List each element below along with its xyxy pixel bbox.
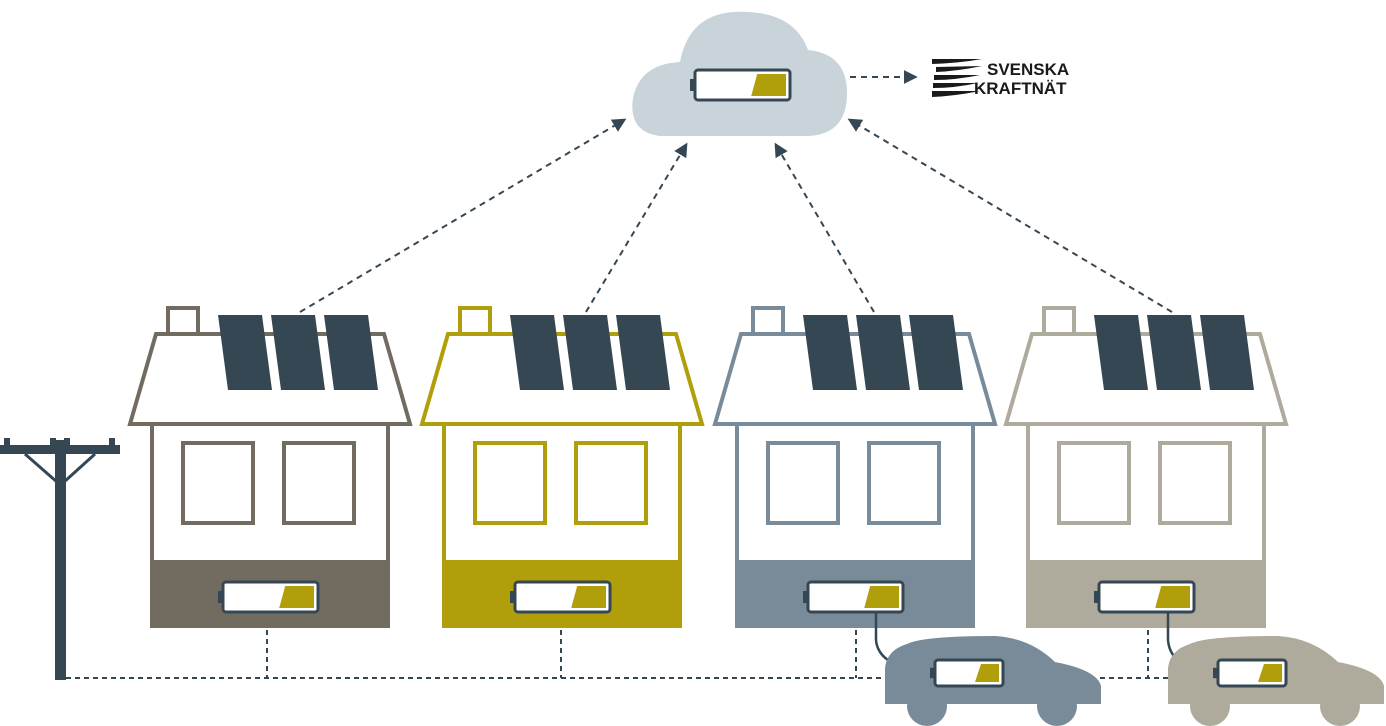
window: [282, 441, 356, 525]
solar-panel-icon: [218, 315, 378, 390]
house-1-battery-icon: [218, 580, 320, 614]
logo-line-1: SVENSKA: [987, 60, 1069, 79]
window: [1057, 441, 1131, 525]
cloud-battery-gauge: [690, 68, 792, 102]
car-2-battery-icon: [1213, 658, 1288, 688]
cloud-battery-gauge-charge: [751, 74, 786, 96]
svenska-kraftnat-logo: SVENSKA KRAFTNÄT: [932, 59, 1069, 98]
house-1-battery-icon-charge: [279, 586, 314, 608]
houses: [127, 306, 1289, 628]
house-2: [419, 306, 705, 628]
car-1-battery-icon: [930, 658, 1005, 688]
car-2-battery-icon-charge: [1258, 664, 1282, 682]
house-2-battery-icon: [510, 580, 612, 614]
solar-panel-icon: [510, 315, 670, 390]
arrow-house-2-to-cloud: [585, 142, 688, 313]
car-1-battery-icon-charge: [975, 664, 999, 682]
house-3: [712, 306, 998, 628]
car-icon: [874, 612, 1101, 726]
house-4-battery-icon: [1094, 580, 1196, 614]
window: [574, 441, 648, 525]
house-1: [127, 306, 413, 628]
window: [867, 441, 941, 525]
window: [473, 441, 547, 525]
house-4: [1003, 306, 1289, 628]
window: [1158, 441, 1232, 525]
house-3-battery-icon: [803, 580, 905, 614]
cloud-battery-icon: [690, 68, 792, 102]
cars: [874, 612, 1384, 726]
house-2-battery-icon-charge: [571, 586, 606, 608]
arrow-house-1-to-cloud: [299, 118, 627, 313]
utility-pole-icon: [0, 438, 120, 680]
window: [766, 441, 840, 525]
svenska-kraftnat-logo-mark: [932, 59, 982, 97]
house-4-battery-icon-charge: [1155, 586, 1190, 608]
solar-panel-icon: [1094, 315, 1254, 390]
connection-arrows: [299, 70, 1173, 313]
car-icon: [1166, 612, 1384, 726]
logo-line-2: KRAFTNÄT: [974, 79, 1067, 98]
arrow-house-3-to-cloud: [774, 142, 875, 313]
arrow-house-4-to-cloud: [847, 118, 1173, 313]
house-3-battery-icon-charge: [864, 586, 899, 608]
window: [181, 441, 255, 525]
solar-panel-icon: [803, 315, 963, 390]
